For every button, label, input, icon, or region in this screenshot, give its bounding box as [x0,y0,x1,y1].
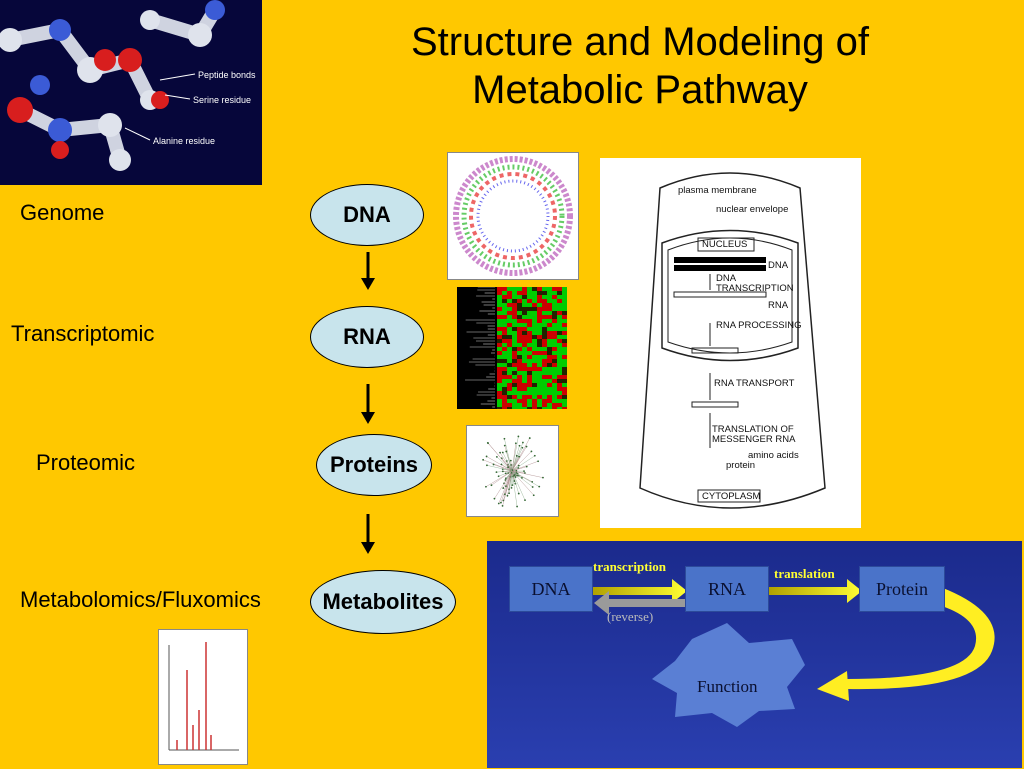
rna-ellipse: RNA [310,306,424,368]
amino-acids-label: amino acids [748,450,799,461]
rna-label: RNA [768,300,788,311]
title-line-2: Metabolic Pathway [330,66,950,114]
molecule-render [0,0,262,185]
genome-map-image [447,152,579,280]
translation-label-2: MESSENGER RNA [712,434,795,445]
translation-label: translation [774,566,835,582]
serine-residue-label: Serine residue [193,95,251,105]
genome-label: Genome [20,200,104,226]
molecule-structure-image: Peptide bonds Serine residue Alanine res… [0,0,262,185]
arrow-dna-to-rna [358,250,378,292]
proteomic-label: Proteomic [36,450,135,476]
metabolites-ellipse: Metabolites [310,570,456,634]
central-dogma-flow: DNA RNA Protein transcription translatio… [487,541,1022,768]
arrow-proteins-to-metabolites [358,512,378,556]
dna-ellipse: DNA [310,184,424,246]
flow-protein-box: Protein [859,566,945,612]
protein-network-image [466,425,559,517]
dna-transcription-label-2: TRANSCRIPTION [716,283,794,294]
arrow-rna-to-proteins [358,382,378,426]
flow-rna-box: RNA [685,566,769,612]
metabolite-spectrum-image [158,629,248,765]
expression-heatmap-image [457,287,567,409]
peptide-bonds-label: Peptide bonds [198,70,256,80]
protein-label: protein [726,460,755,471]
alanine-residue-label: Alanine residue [153,136,215,146]
title-line-1: Structure and Modeling of [330,18,950,66]
function-label: Function [697,677,757,697]
flow-dna-box: DNA [509,566,593,612]
rna-transport-label: RNA TRANSPORT [714,378,794,389]
proteins-ellipse: Proteins [316,434,432,496]
plasma-membrane-label: plasma membrane [678,185,757,196]
dna-label: DNA [768,260,788,271]
nuclear-envelope-label: nuclear envelope [716,204,788,215]
metabolomics-label: Metabolomics/Fluxomics [20,587,261,613]
rna-processing-label: RNA PROCESSING [716,320,802,331]
nucleus-label: NUCLEUS [702,239,747,250]
reverse-label: (reverse) [607,609,653,625]
transcriptomic-label: Transcriptomic [11,321,154,347]
transcription-label: transcription [593,559,666,575]
slide-title: Structure and Modeling of Metabolic Path… [330,18,950,114]
cell-diagram: plasma membrane nuclear envelope NUCLEUS… [600,158,861,528]
cytoplasm-label: CYTOPLASM [702,491,760,502]
